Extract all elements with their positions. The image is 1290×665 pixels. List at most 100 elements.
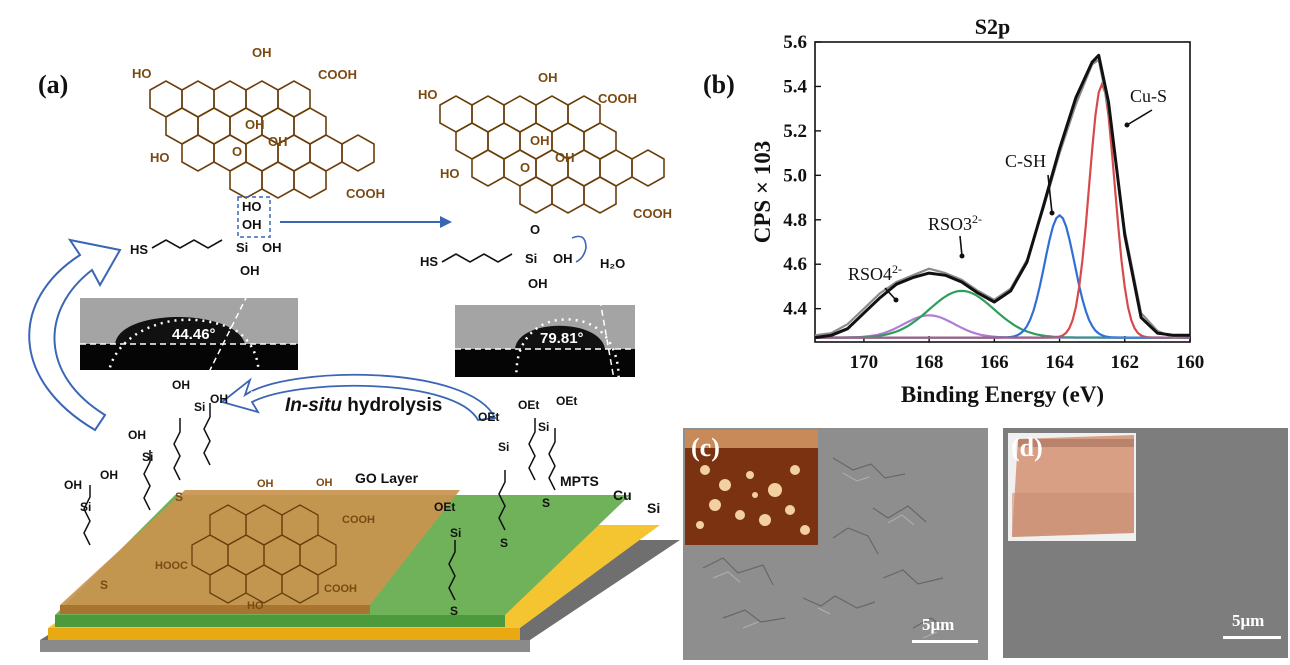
surface-silanes bbox=[83, 403, 556, 601]
go-bottom-hooc: HOOC bbox=[155, 560, 188, 572]
go-label-cooh-2: COOH bbox=[346, 186, 385, 201]
peak-arrow bbox=[1047, 174, 1053, 214]
peak-sup: 2- bbox=[972, 212, 982, 226]
oh-right-2: OH bbox=[528, 276, 548, 291]
go-label-ho-3: HO bbox=[418, 87, 438, 102]
layer-label-si: Si bbox=[647, 500, 661, 516]
go-bottom-cooh-1: COOH bbox=[342, 514, 375, 526]
y-tick-label: 4.6 bbox=[783, 254, 807, 275]
hydrolysis-arrow bbox=[220, 373, 497, 421]
scale-bar-c bbox=[912, 640, 978, 643]
surf-si-a: Si bbox=[80, 500, 92, 514]
panel-d-label: (d) bbox=[1011, 433, 1043, 462]
go-layer bbox=[60, 490, 460, 605]
contact-angle-right: 79.81° bbox=[540, 330, 584, 347]
reactive-site-box bbox=[237, 196, 271, 238]
y-tick-label: 4.4 bbox=[783, 299, 807, 320]
peak-arrow bbox=[1126, 109, 1153, 126]
go-lattice-bottom bbox=[191, 504, 337, 604]
surf-s-4: S bbox=[500, 536, 509, 550]
go-bottom-cooh-2: COOH bbox=[324, 583, 357, 595]
oh-left-1: OH bbox=[262, 240, 282, 255]
go-label-oh-1: OH bbox=[252, 45, 272, 60]
scale-label-c: 5μm bbox=[922, 615, 955, 634]
layer-label-go: GO Layer bbox=[355, 470, 419, 486]
sample-photo-d bbox=[1008, 433, 1136, 541]
mpts-layer-side bbox=[55, 615, 505, 627]
surf-si-c: Si bbox=[194, 400, 206, 414]
surf-oet-4: OEt bbox=[434, 500, 456, 514]
x-tick-label: 166 bbox=[980, 352, 1009, 373]
scale-label-d: 5μm bbox=[1232, 611, 1265, 630]
go-layer-side bbox=[60, 605, 370, 614]
x-tick-label: 162 bbox=[1111, 352, 1140, 373]
surf-oh-a2: OH bbox=[100, 468, 118, 482]
chart-title: S2p bbox=[975, 14, 1010, 39]
silane-chain-left bbox=[151, 239, 223, 249]
go-sheet-right bbox=[439, 95, 665, 214]
peak-arrow-head bbox=[1124, 122, 1130, 128]
go-label-ho-1: HO bbox=[132, 66, 152, 81]
go-label-oh-2: OH bbox=[245, 117, 265, 132]
go-label-ho-2: HO bbox=[150, 150, 170, 165]
peak-label-rso3: RSO32- bbox=[928, 212, 982, 234]
surf-oet-3: OEt bbox=[556, 394, 578, 408]
go-label-ho-4: HO bbox=[440, 166, 460, 181]
surf-si-d: Si bbox=[498, 440, 510, 454]
surf-oet-2: OEt bbox=[518, 398, 540, 412]
surf-oh-c1: OH bbox=[172, 378, 190, 392]
hs-left: HS bbox=[130, 242, 149, 257]
go-bottom-oh-2: OH bbox=[316, 477, 333, 489]
surf-oh-c2: OH bbox=[210, 392, 228, 406]
surf-oh-a1: OH bbox=[64, 478, 82, 492]
go-label-o-2: O bbox=[520, 160, 531, 175]
y-axis-label: CPS × 103 bbox=[750, 141, 775, 244]
si-right: Si bbox=[525, 251, 538, 266]
plot-frame bbox=[814, 41, 1191, 343]
oh-right-1: OH bbox=[553, 251, 573, 266]
hydrolysis-rest: hydrolysis bbox=[342, 395, 443, 416]
ho-box-top: HO bbox=[242, 199, 262, 214]
y-tick-label: 5.2 bbox=[783, 121, 807, 142]
y-tick-label: 4.8 bbox=[783, 210, 807, 231]
si-left: Si bbox=[236, 240, 249, 255]
hydrolysis-italic: In-situ bbox=[285, 395, 342, 416]
series-cu-s bbox=[815, 81, 1190, 339]
hydrolysis-label: In-situ hydrolysis bbox=[285, 395, 442, 417]
panel-b-label: (b) bbox=[703, 70, 735, 99]
sample-photo-c bbox=[685, 430, 818, 545]
peak-arrow bbox=[884, 287, 897, 301]
surf-si-e: Si bbox=[538, 420, 550, 434]
go-label-oh-6: OH bbox=[555, 150, 575, 165]
big-curved-arrow bbox=[28, 238, 122, 432]
surf-s-5: S bbox=[542, 496, 551, 510]
peak-arrow bbox=[959, 235, 963, 257]
surf-s-1: S bbox=[175, 490, 184, 504]
surf-si-f: Si bbox=[450, 526, 462, 540]
peak-arrow-head bbox=[959, 253, 965, 259]
go-label-oh-5: OH bbox=[530, 133, 550, 148]
silane-chain-right bbox=[441, 253, 513, 263]
scale-bar-d bbox=[1223, 636, 1281, 639]
layer-label-mpts: MPTS bbox=[560, 473, 599, 489]
go-label-cooh-4: COOH bbox=[633, 206, 672, 221]
go-bottom-ho: HO bbox=[247, 600, 264, 612]
surf-s-2: S bbox=[100, 578, 109, 592]
panel-a-schematic bbox=[28, 80, 680, 652]
go-label-oh-3: OH bbox=[268, 134, 288, 149]
peak-arrow-head bbox=[893, 297, 899, 303]
x-tick-label: 164 bbox=[1045, 352, 1074, 373]
y-tick-label: 5.4 bbox=[783, 76, 807, 97]
hs-right: HS bbox=[420, 254, 439, 269]
o-right: O bbox=[530, 222, 541, 237]
peak-arrow-head bbox=[1049, 210, 1055, 216]
series-fit bbox=[814, 53, 1190, 340]
peak-label-rso4: RSO42- bbox=[848, 262, 902, 284]
layer-label-cu: Cu bbox=[613, 487, 632, 503]
oh-box-bottom: OH bbox=[242, 217, 262, 232]
go-bottom-oh-1: OH bbox=[257, 478, 274, 490]
surf-oh-b1: OH bbox=[128, 428, 146, 442]
contact-angle-left: 44.46° bbox=[172, 326, 216, 343]
si-layer-top bbox=[40, 640, 530, 652]
go-label-cooh-3: COOH bbox=[598, 91, 637, 106]
